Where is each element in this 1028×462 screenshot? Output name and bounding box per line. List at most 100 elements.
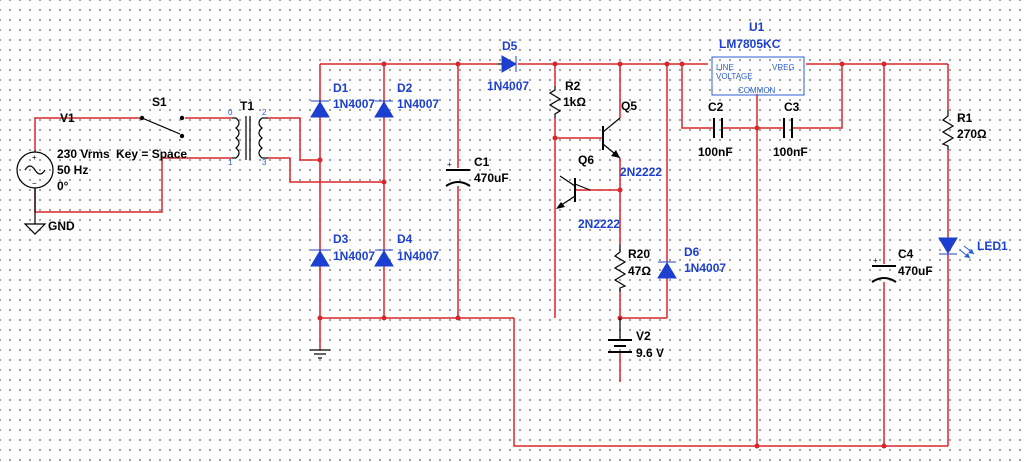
d4-part-label: 1N4007 [397,249,439,263]
v1-phase-label: 0° [57,179,69,193]
c4-value-label: 470uF [898,264,933,278]
diode-icon [501,55,518,73]
d2-part-label: 1N4007 [397,97,439,111]
junction-dot [381,315,387,321]
u1-ref-label: U1 [749,20,765,34]
transformer-t1[interactable] [232,116,268,160]
capacitor-plate-icon [871,277,897,283]
diode-icon [310,250,330,267]
junction-dot [552,61,558,67]
v2-value-label: 9.6 V [636,346,664,360]
sine-wave-icon [24,165,46,175]
t1-pin1-label: 1 [228,158,233,167]
u1-pin-vreg: VREG [772,63,795,72]
junction-dot [381,179,387,185]
junction-dot [664,61,670,67]
capacitor-c2[interactable] [713,118,723,138]
c2-value-label: 100nF [698,145,733,159]
d1-part-label: 1N4007 [333,97,375,111]
junction-dot [381,61,387,67]
q5-part-label: 2N2222 [620,165,662,179]
resistor-r2[interactable] [548,86,562,118]
regulator-u1[interactable]: LINE VOLTAGE VREG COMMON [711,56,805,96]
wires [34,63,949,447]
switch-s1[interactable] [139,115,185,139]
emitter-arrow-icon [611,150,620,158]
switch-contact-icon [179,133,185,139]
d6-part-label: 1N4007 [684,261,726,275]
c3-value-label: 100nF [773,145,808,159]
junction-dot [617,187,623,193]
wire-v1-top [34,117,140,150]
c2-ref-label: C2 [708,100,724,114]
wire-sec-bottom [268,157,384,183]
led-led1[interactable] [938,237,975,259]
diode-d2[interactable] [374,100,394,118]
r2-ref-label: R2 [565,79,581,93]
diode-d6[interactable] [657,261,677,279]
c4-plus-sign: + [873,256,878,265]
t1-pin0-label: 0 [228,108,233,117]
secondary-coil-icon [258,117,263,159]
diode-d1[interactable] [310,100,330,118]
capacitor-plate-icon [445,181,471,187]
ground-icon [23,223,47,235]
primary-coil-icon [235,117,240,159]
u1-pin-voltage: VOLTAGE [716,72,753,81]
v1-plus-sign: + [32,153,37,162]
wire-ground-return [513,318,948,447]
r1-value-label: 270Ω [957,127,987,141]
diode-d3[interactable] [310,249,330,267]
resistor-icon [548,86,562,118]
transistor-q6[interactable] [556,175,591,209]
v1-freq-label: 50 Hz [57,163,88,177]
r1-ref-label: R1 [957,111,973,125]
wire-sec-top [268,117,320,161]
junction-dot [754,125,760,131]
r20-ref-label: R20 [628,247,650,261]
junction-dot [839,61,845,67]
transistor-q5[interactable] [602,117,621,159]
v1-voltage-label: 230 Vrms [57,147,110,161]
c1-plus-sign: + [447,160,452,169]
resistor-icon [941,110,955,150]
ac-source-v1[interactable]: + − [16,150,54,212]
switch-contact-icon [179,115,185,121]
c1-ref-label: C1 [474,155,490,169]
wire-c2-left [681,64,714,129]
junction-dot [617,61,623,67]
d6-ref-label: D6 [684,245,700,259]
switch-lever-icon[interactable] [141,117,181,135]
d1-ref-label: D1 [333,81,349,95]
resistor-icon [613,244,627,292]
s1-ref-label: S1 [152,95,167,109]
junction-dot [455,315,461,321]
ground-symbol-bridge [310,349,330,359]
s1-key-label: Key = Space [116,147,187,161]
ground-symbol-v1 [23,212,47,235]
v1-ref-label: V1 [60,111,75,125]
q6-part-label: 2N2222 [578,217,620,231]
capacitor-c3[interactable] [783,118,793,138]
resistor-r20[interactable] [613,244,627,292]
battery-v2[interactable] [608,318,632,353]
v2-ref-label: V2 [636,329,651,343]
gnd-label: GND [48,219,75,233]
junction-dot [317,315,323,321]
r2-value-label: 1kΩ [563,95,586,109]
capacitor-c4[interactable]: + [871,256,897,283]
led1-ref-label: LED1 [977,239,1008,253]
resistor-r1[interactable] [941,110,955,150]
d3-ref-label: D3 [333,232,349,246]
junction-dot [754,443,760,449]
junction-dot [317,157,323,163]
d5-part-label: 1N4007 [487,79,529,93]
t1-pin2-label: 2 [262,108,267,117]
capacitor-c1[interactable]: + [445,160,471,187]
diode-d5[interactable] [498,55,518,73]
q6-base-lead [574,183,591,191]
diode-d4[interactable] [374,249,394,267]
regulator-body [711,56,805,96]
d4-ref-label: D4 [397,232,413,246]
